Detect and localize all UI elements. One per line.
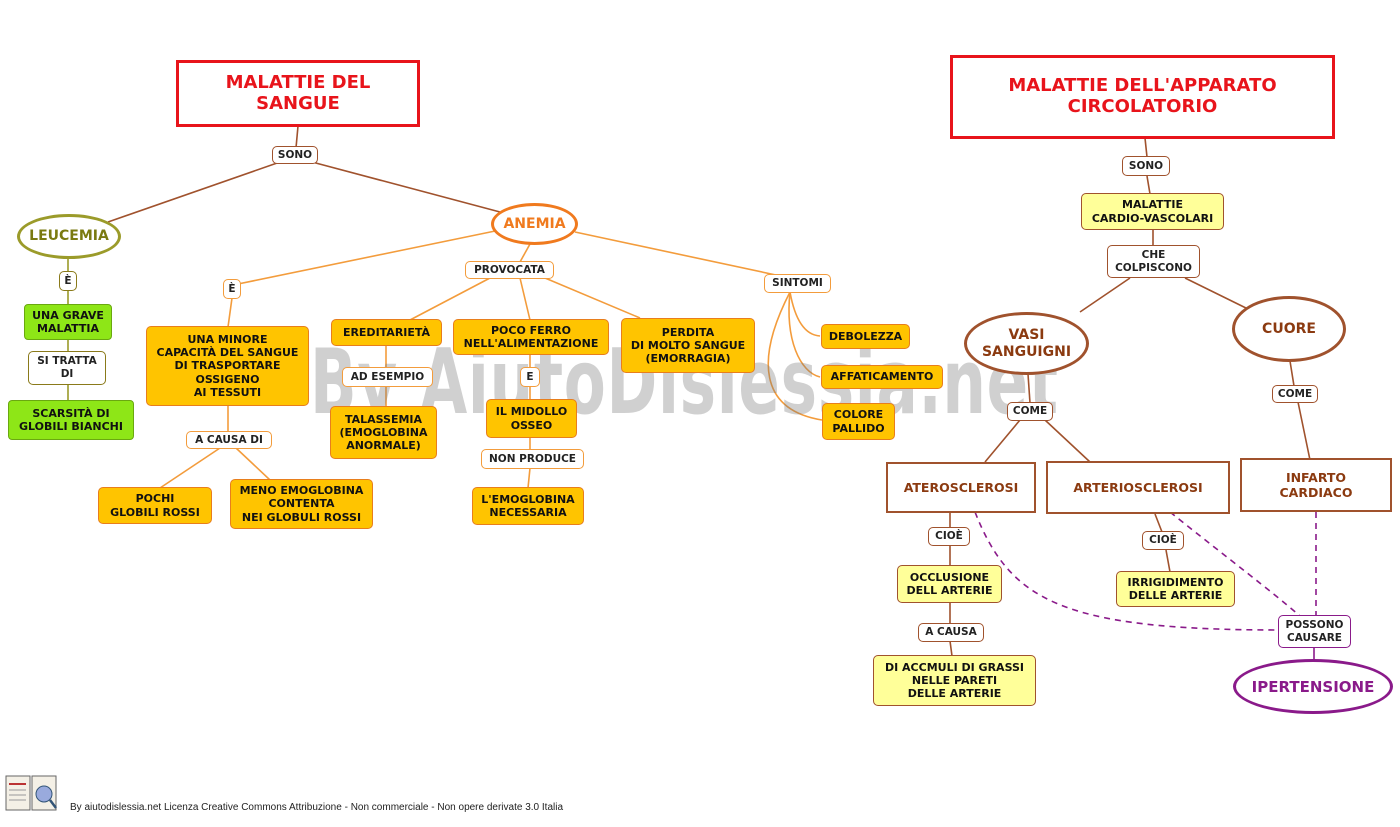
label-non-produce: NON PRODUCE <box>481 449 584 469</box>
node-aterosclerosi: ATEROSCLEROSI <box>886 462 1036 513</box>
title-malattie-sangue: MALATTIE DEL SANGUE <box>176 60 420 127</box>
label-come-cuore: COME <box>1272 385 1318 403</box>
label-a-causa: A CAUSA <box>918 623 984 642</box>
label-e-anemia: È <box>223 279 241 299</box>
node-emoglobina-necessaria: L'EMOGLOBINA NECESSARIA <box>472 487 584 525</box>
label-sintomi: SINTOMI <box>764 274 831 293</box>
node-ereditarieta: EREDITARIETÀ <box>331 319 442 346</box>
node-ipertensione: IPERTENSIONE <box>1233 659 1393 714</box>
node-midollo-osseo: IL MIDOLLO OSSEO <box>486 399 577 438</box>
label-come-vasi: COME <box>1007 402 1053 421</box>
label-che-colpiscono: CHE COLPISCONO <box>1107 245 1200 278</box>
node-talassemia: TALASSEMIA (EMOGLOBINA ANORMALE) <box>330 406 437 459</box>
node-poco-ferro: POCO FERRO NELL'ALIMENTAZIONE <box>453 319 609 355</box>
label-sono-right: SONO <box>1122 156 1170 176</box>
node-pochi-globuli-rossi: POCHI GLOBILI ROSSI <box>98 487 212 524</box>
node-arteriosclerosi: ARTERIOSCLEROSI <box>1046 461 1230 514</box>
node-occlusione: OCCLUSIONE DELL ARTERIE <box>897 565 1002 603</box>
node-meno-emoglobina: MENO EMOGLOBINA CONTENTA NEI GLOBULI ROS… <box>230 479 373 529</box>
node-scarsita-globuli-bianchi: SCARSITÀ DI GLOBILI BIANCHI <box>8 400 134 440</box>
node-minore-capacita: UNA MINORE CAPACITÀ DEL SANGUE DI TRASPO… <box>146 326 309 406</box>
license-footer: By aiutodislessia.net Licenza Creative C… <box>70 802 564 813</box>
label-si-tratta-di: SI TRATTA DI <box>28 351 106 385</box>
book-logo-icon <box>5 775 57 811</box>
node-anemia: ANEMIA <box>491 203 578 245</box>
label-a-causa-di: A CAUSA DI <box>186 431 272 449</box>
node-affaticamento: AFFATICAMENTO <box>821 365 943 389</box>
label-provocata: PROVOCATA <box>465 261 554 279</box>
node-cardio-vascolari: MALATTIE CARDIO-VASCOLARI <box>1081 193 1224 230</box>
node-vasi-sanguigni: VASI SANGUIGNI <box>964 312 1089 375</box>
label-e-conj: E <box>520 367 540 387</box>
title-malattie-circolatorio: MALATTIE DELL'APPARATO CIRCOLATORIO <box>950 55 1335 139</box>
node-debolezza: DEBOLEZZA <box>821 324 910 349</box>
label-cioe-arterio: CIOÈ <box>1142 531 1184 550</box>
node-infarto-cardiaco: INFARTO CARDIACO <box>1240 458 1392 512</box>
label-possono-causare: POSSONO CAUSARE <box>1278 615 1351 648</box>
node-irrigidimento: IRRIGIDIMENTO DELLE ARTERIE <box>1116 571 1235 607</box>
node-colore-pallido: COLORE PALLIDO <box>822 403 895 440</box>
node-perdita-sangue: PERDITA DI MOLTO SANGUE (EMORRAGIA) <box>621 318 755 373</box>
node-cuore: CUORE <box>1232 296 1346 362</box>
node-accumuli-grassi: DI ACCMULI DI GRASSI NELLE PARETI DELLE … <box>873 655 1036 706</box>
label-sono-left: SONO <box>272 146 318 164</box>
node-leucemia: LEUCEMIA <box>17 214 121 259</box>
label-e-leucemia: È <box>59 271 77 291</box>
label-ad-esempio: AD ESEMPIO <box>342 367 433 387</box>
label-cioe-atero: CIOÈ <box>928 527 970 546</box>
node-una-grave-malattia: UNA GRAVE MALATTIA <box>24 304 112 340</box>
